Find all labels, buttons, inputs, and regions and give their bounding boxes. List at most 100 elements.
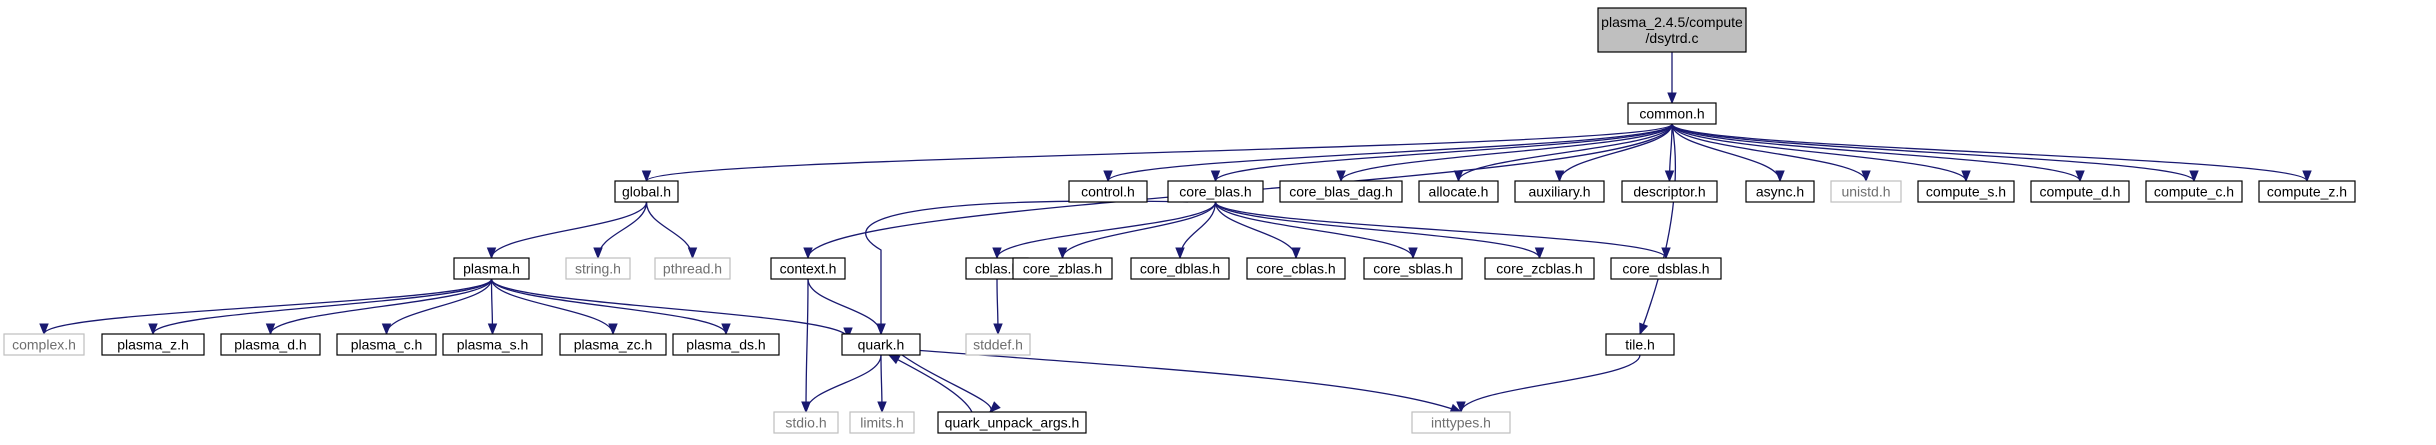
node-core_dblas[interactable]: core_dblas.h <box>1130 257 1230 280</box>
node-box <box>559 333 667 356</box>
node-core_zcblas[interactable]: core_zcblas.h <box>1484 257 1595 280</box>
node-control[interactable]: control.h <box>1068 180 1148 203</box>
node-stddef: stddef.h <box>965 333 1031 356</box>
edge-quark-to-quark_unpack_args <box>901 354 1001 413</box>
edge-plasma-to-plasma_zc <box>490 278 618 336</box>
edge-common-to-compute_d <box>1671 123 2085 183</box>
node-box <box>101 333 205 356</box>
edge-context-to-quark <box>807 278 886 336</box>
node-label: limits.h <box>860 415 904 431</box>
node-inttypes: inttypes.h <box>1411 411 1511 434</box>
node-async[interactable]: async.h <box>1745 180 1815 203</box>
node-box <box>2145 180 2243 203</box>
edge-common-to-control <box>1103 123 1673 183</box>
node-box <box>1418 180 1499 203</box>
node-box <box>1627 102 1717 125</box>
node-label: complex.h <box>12 337 76 353</box>
node-label: quark.h <box>858 337 905 353</box>
node-label: async.h <box>1756 184 1804 200</box>
node-dsytrd[interactable]: plasma_2.4.5/compute/dsytrd.c <box>1597 7 1747 53</box>
node-common[interactable]: common.h <box>1627 102 1717 125</box>
edge-common-to-tile <box>1639 123 1677 336</box>
node-compute_s[interactable]: compute_s.h <box>1917 180 2015 203</box>
edge-common-to-core_blas <box>1210 123 1673 183</box>
node-label: pthread.h <box>663 261 722 277</box>
edge-layer <box>39 52 2312 414</box>
node-auxiliary[interactable]: auxiliary.h <box>1514 180 1605 203</box>
node-compute_c[interactable]: compute_c.h <box>2145 180 2243 203</box>
node-box <box>453 257 530 280</box>
node-core_dsblas[interactable]: core_dsblas.h <box>1610 257 1722 280</box>
node-box <box>1830 180 1902 203</box>
node-box <box>1130 257 1230 280</box>
node-limits: limits.h <box>849 411 915 434</box>
edge-common-to-descriptor <box>1664 123 1675 183</box>
edge-core_blas-to-core_sblas <box>1214 201 1418 260</box>
node-label: auxiliary.h <box>1529 184 1591 200</box>
node-box <box>1012 257 1113 280</box>
node-plasma_zc[interactable]: plasma_zc.h <box>559 333 667 356</box>
node-plasma_ds[interactable]: plasma_ds.h <box>672 333 780 356</box>
node-plasma[interactable]: plasma.h <box>453 257 530 280</box>
node-plasma_s[interactable]: plasma_s.h <box>442 333 543 356</box>
node-box <box>1610 257 1722 280</box>
node-box <box>1484 257 1595 280</box>
node-label: context.h <box>780 261 837 277</box>
edge-cblas-to-stddef <box>993 278 1003 336</box>
node-descriptor[interactable]: descriptor.h <box>1621 180 1718 203</box>
node-label: plasma_ds.h <box>686 337 765 353</box>
edge-common-to-unistd <box>1671 123 1871 183</box>
edge-plasma-to-plasma_s <box>487 278 498 336</box>
node-context[interactable]: context.h <box>770 257 846 280</box>
node-box <box>2030 180 2130 203</box>
node-box <box>1917 180 2015 203</box>
edge-common-to-compute_z <box>1671 123 2312 183</box>
node-allocate[interactable]: allocate.h <box>1418 180 1499 203</box>
node-label: compute_z.h <box>2267 184 2347 200</box>
node-quark_unpack_args[interactable]: quark_unpack_args.h <box>937 411 1087 434</box>
edge-plasma-to-complex <box>39 278 493 336</box>
node-box <box>1068 180 1148 203</box>
node-core_sblas[interactable]: core_sblas.h <box>1363 257 1463 280</box>
edge-quark-to-inttypes <box>919 349 1463 413</box>
node-label: plasma_d.h <box>234 337 306 353</box>
node-core_zblas[interactable]: core_zblas.h <box>1012 257 1113 280</box>
node-label: compute_d.h <box>2040 184 2121 200</box>
edge-core_blas-to-core_zblas <box>1057 201 1217 260</box>
node-tile[interactable]: tile.h <box>1605 333 1675 356</box>
node-label: stddef.h <box>973 337 1023 353</box>
edge-quark-to-stdio <box>801 354 882 414</box>
node-plasma_c[interactable]: plasma_c.h <box>336 333 437 356</box>
node-box <box>773 411 839 434</box>
node-box <box>1246 257 1346 280</box>
node-global[interactable]: global.h <box>614 180 679 203</box>
edge-plasma-to-quark <box>490 278 853 340</box>
node-core_blas_dag[interactable]: core_blas_dag.h <box>1279 180 1403 203</box>
node-compute_d[interactable]: compute_d.h <box>2030 180 2130 203</box>
node-pthread: pthread.h <box>654 257 731 280</box>
edge-global-to-pthread <box>645 201 698 260</box>
node-box <box>1167 180 1264 203</box>
edge-core_blas-to-core_zcblas <box>1214 201 1545 260</box>
node-core_cblas[interactable]: core_cblas.h <box>1246 257 1346 280</box>
node-stdio: stdio.h <box>773 411 839 434</box>
edge-plasma-to-plasma_c <box>381 278 493 336</box>
node-label: compute_s.h <box>1926 184 2006 200</box>
node-box <box>937 411 1087 434</box>
node-box <box>654 257 731 280</box>
node-core_blas[interactable]: core_blas.h <box>1167 180 1264 203</box>
edge-common-to-compute_c <box>1671 123 2199 183</box>
node-box <box>1279 180 1403 203</box>
edge-plasma-to-plasma_z <box>148 278 493 336</box>
edge-core_blas-to-core_dblas <box>1175 201 1217 260</box>
node-box <box>220 333 321 356</box>
node-box <box>1621 180 1718 203</box>
node-label: quark_unpack_args.h <box>945 415 1080 431</box>
node-compute_z[interactable]: compute_z.h <box>2258 180 2356 203</box>
node-plasma_z[interactable]: plasma_z.h <box>101 333 205 356</box>
node-box <box>336 333 437 356</box>
node-complex: complex.h <box>3 333 85 356</box>
node-quark[interactable]: quark.h <box>841 333 921 356</box>
edge-common-to-core_blas_dag <box>1336 123 1673 183</box>
node-plasma_d[interactable]: plasma_d.h <box>220 333 321 356</box>
